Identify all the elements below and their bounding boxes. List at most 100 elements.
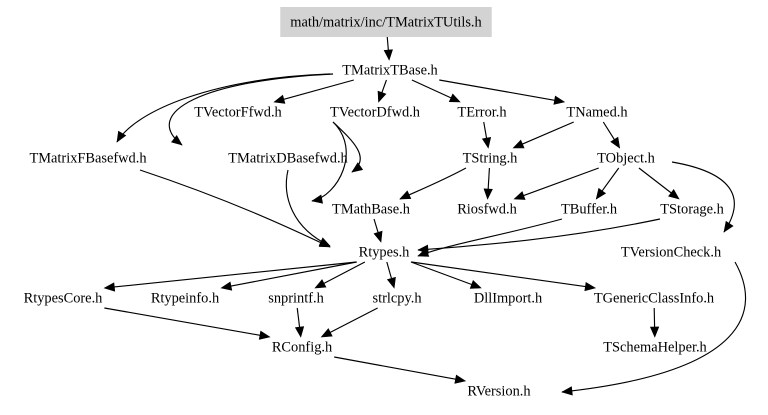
edge-TObject-to-Riosfwd bbox=[523, 167, 599, 197]
edge-Rtypes-to-TGenericClassInfo bbox=[411, 261, 586, 288]
edge-Rtypes-to-RtypesCore bbox=[114, 261, 357, 288]
edge-snprintf-to-RConfig bbox=[296, 307, 301, 328]
edge-TObject-to-TBuffer bbox=[601, 167, 620, 192]
graph-node-TVectorFfwd[interactable]: TVectorFfwd.h bbox=[194, 104, 282, 120]
edge-TMatrixTBase-to-TMatrixDBasefwd bbox=[168, 73, 334, 146]
edge-layer bbox=[103, 31, 747, 396]
edge-TString-to-Riosfwd bbox=[487, 167, 490, 190]
edge-TMatrixDBasefwd-to-Rtypes-arrowhead bbox=[318, 237, 331, 247]
edge-TMatrixTBase-to-TMatrixFBasefwd-arrowhead bbox=[116, 130, 127, 143]
edge-TVectorDfwd-to-TMathBase-arrowhead bbox=[311, 194, 323, 204]
edge-TBuffer-to-Rtypes bbox=[417, 218, 563, 257]
node-label-TMatrixFBasefwd: TMatrixFBasefwd.h bbox=[29, 150, 146, 166]
edge-Rtypes-to-Rtypeinfo-arrowhead bbox=[220, 281, 233, 291]
edge-TNamed-to-TString-arrowhead bbox=[512, 139, 525, 149]
edge-RConfig-to-RVersion-arrowhead bbox=[454, 374, 467, 384]
edge-TNamed-to-TObject-arrowhead bbox=[610, 136, 621, 149]
graph-node-TSchemaHelper[interactable]: TSchemaHelper.h bbox=[603, 339, 707, 355]
node-label-TVectorFfwd: TVectorFfwd.h bbox=[194, 104, 282, 120]
edge-TVersionCheck-to-RVersion bbox=[561, 261, 747, 393]
edge-TMatrixTBase-to-TNamed bbox=[439, 79, 555, 101]
edge-TMatrixTBase-to-TError bbox=[411, 79, 452, 99]
graph-node-RVersion[interactable]: RVersion.h bbox=[467, 383, 530, 399]
edge-TMatrixTBase-to-TError-arrowhead bbox=[448, 93, 461, 103]
edge-Rtypes-to-RtypesCore-arrowhead bbox=[103, 282, 116, 292]
graph-node-TMatrixFBasefwd[interactable]: TMatrixFBasefwd.h bbox=[29, 150, 146, 166]
edge-Rtypes-to-snprintf-arrowhead bbox=[314, 279, 327, 289]
node-label-TVectorDfwd: TVectorDfwd.h bbox=[330, 104, 420, 120]
graph-node-root[interactable]: math/matrix/inc/TMatrixTUtils.h bbox=[280, 7, 492, 37]
edge-TMatrixTBase-to-TVectorDfwd bbox=[381, 79, 387, 93]
edge-RtypesCore-to-RConfig-arrowhead bbox=[258, 330, 271, 340]
edge-Rtypes-to-strlcpy bbox=[386, 261, 393, 279]
graph-node-RConfig[interactable]: RConfig.h bbox=[272, 339, 332, 355]
node-label-TGenericClassInfo: TGenericClassInfo.h bbox=[594, 290, 714, 306]
node-label-TSchemaHelper: TSchemaHelper.h bbox=[603, 339, 707, 355]
node-label-RtypesCore: RtypesCore.h bbox=[24, 290, 103, 306]
node-label-Riosfwd: Riosfwd.h bbox=[457, 201, 517, 217]
node-label-TBuffer: TBuffer.h bbox=[561, 201, 617, 217]
edge-TObject-to-TStorage-arrowhead bbox=[668, 189, 680, 200]
edge-TMatrixTBase-to-TVectorDfwd-arrowhead bbox=[377, 90, 387, 103]
edge-TString-to-Riosfwd-arrowhead bbox=[483, 188, 493, 200]
node-label-Rtypeinfo: Rtypeinfo.h bbox=[151, 290, 219, 306]
edge-TVersionCheck-to-RVersion-arrowhead bbox=[561, 386, 573, 396]
graph-node-TBuffer[interactable]: TBuffer.h bbox=[561, 201, 617, 217]
node-label-root: math/matrix/inc/TMatrixTUtils.h bbox=[290, 14, 481, 30]
graph-node-TObject[interactable]: TObject.h bbox=[597, 150, 655, 166]
edge-TMatrixTBase-to-TNamed-arrowhead bbox=[553, 95, 566, 105]
node-label-RVersion: RVersion.h bbox=[467, 383, 530, 399]
edge-strlcpy-to-RConfig-arrowhead bbox=[320, 328, 333, 338]
edge-TObject-to-TVersionCheck-arrowhead bbox=[723, 220, 734, 233]
edge-snprintf-to-RConfig-arrowhead bbox=[294, 326, 305, 338]
edge-TString-to-TMathBase-arrowhead bbox=[399, 190, 412, 200]
graph-node-snprintf[interactable]: snprintf.h bbox=[268, 290, 324, 306]
edge-Rtypes-to-TGenericClassInfo-arrowhead bbox=[584, 281, 597, 292]
edge-TString-to-TMathBase bbox=[399, 167, 467, 200]
graph-node-TGenericClassInfo[interactable]: TGenericClassInfo.h bbox=[594, 290, 714, 306]
edge-RConfig-to-RVersion bbox=[334, 356, 456, 380]
graph-node-Rtypes[interactable]: Rtypes.h bbox=[359, 244, 410, 260]
edge-TMatrixTBase-to-TVectorFfwd bbox=[283, 79, 354, 100]
edge-TNamed-to-TString bbox=[522, 121, 574, 145]
edge-TObject-to-TStorage bbox=[638, 167, 672, 194]
graph-node-DllImport[interactable]: DllImport.h bbox=[474, 290, 542, 306]
edge-TVectorDfwd-to-TMatrixDBasefwd-arrowhead bbox=[351, 162, 364, 173]
edge-TMatrixDBasefwd-to-Rtypes bbox=[285, 169, 331, 247]
graph-node-Rtypeinfo[interactable]: Rtypeinfo.h bbox=[151, 290, 219, 306]
node-label-Rtypes: Rtypes.h bbox=[359, 244, 410, 260]
graph-node-TMatrixTBase[interactable]: TMatrixTBase.h bbox=[342, 62, 438, 78]
edge-TMatrixTBase-to-TVectorFfwd-arrowhead bbox=[273, 94, 286, 104]
node-label-TStorage: TStorage.h bbox=[660, 201, 724, 217]
graph-node-RtypesCore[interactable]: RtypesCore.h bbox=[24, 290, 103, 306]
node-label-TNamed: TNamed.h bbox=[566, 104, 627, 120]
edge-TStorage-to-Rtypes bbox=[417, 218, 661, 251]
edge-Rtypes-to-DllImport bbox=[410, 261, 472, 286]
graph-node-TStorage[interactable]: TStorage.h bbox=[660, 201, 724, 217]
edge-TObject-to-TVersionCheck bbox=[671, 161, 735, 233]
edge-root-to-TMatrixTBase-arrowhead bbox=[383, 49, 393, 61]
graph-node-Riosfwd[interactable]: Riosfwd.h bbox=[457, 201, 517, 217]
node-label-TObject: TObject.h bbox=[597, 150, 655, 166]
edge-Rtypes-to-DllImport-arrowhead bbox=[469, 280, 482, 289]
edge-Rtypes-to-Rtypeinfo bbox=[230, 261, 357, 287]
graph-node-TString[interactable]: TString.h bbox=[463, 150, 518, 166]
graph-node-TVectorDfwd[interactable]: TVectorDfwd.h bbox=[330, 104, 420, 120]
node-label-TVersionCheck: TVersionCheck.h bbox=[621, 244, 721, 260]
graph-node-strlcpy[interactable]: strlcpy.h bbox=[372, 290, 421, 306]
edge-TError-to-TString-arrowhead bbox=[481, 137, 492, 149]
node-layer: math/matrix/inc/TMatrixTUtils.hTMatrixTB… bbox=[24, 7, 724, 399]
node-label-snprintf: snprintf.h bbox=[268, 290, 324, 306]
graph-node-TMatrixDBasefwd[interactable]: TMatrixDBasefwd.h bbox=[228, 150, 348, 166]
edge-TMatrixTBase-to-TMatrixDBasefwd-arrowhead bbox=[171, 134, 183, 146]
node-label-TMatrixDBasefwd: TMatrixDBasefwd.h bbox=[228, 150, 348, 166]
graph-node-TVersionCheck[interactable]: TVersionCheck.h bbox=[621, 244, 721, 260]
node-label-strlcpy: strlcpy.h bbox=[372, 290, 421, 306]
edge-TObject-to-Riosfwd-arrowhead bbox=[513, 191, 526, 200]
graph-node-TNamed[interactable]: TNamed.h bbox=[566, 104, 627, 120]
edge-TMatrixFBasefwd-to-Rtypes bbox=[139, 169, 331, 248]
graph-node-TError[interactable]: TError.h bbox=[457, 104, 506, 120]
graph-node-TMathBase[interactable]: TMathBase.h bbox=[332, 201, 410, 217]
